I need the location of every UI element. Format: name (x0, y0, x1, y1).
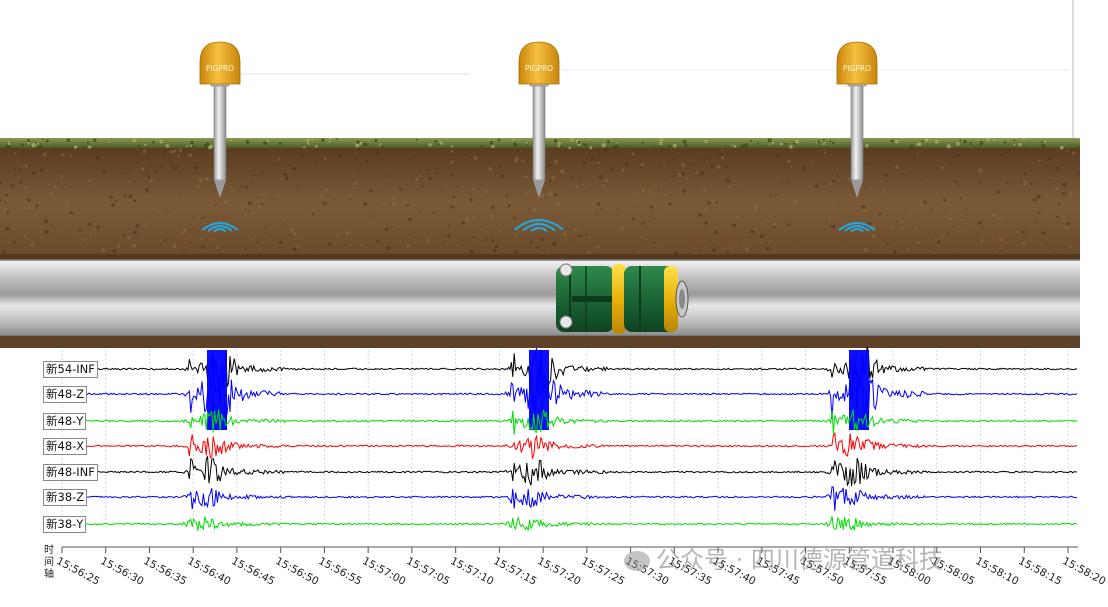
pig-signal-marker: PIGPRO (514, 41, 564, 233)
waveform-traces (61, 346, 1078, 531)
pipe-top-soil (0, 254, 1080, 260)
pig-signal-marker: PIGPRO (199, 41, 241, 233)
signal-wave-icon (514, 218, 564, 233)
pipe-bottom-soil (0, 336, 1080, 348)
pig-yellow-band (664, 266, 678, 332)
waveform-trace (61, 486, 1077, 512)
waveform-grid (61, 350, 1069, 530)
marker-brand-label: PIGPRO (525, 64, 553, 73)
channel-label: 新48-INF (43, 464, 98, 481)
channel-label: 新54-INF (43, 361, 98, 378)
marker-brand-label: PIGPRO (843, 64, 871, 73)
waveform-trace (61, 346, 1078, 395)
signal-wave-icon (838, 221, 876, 233)
pig-yellow-band (612, 264, 626, 334)
marker-brand-label: PIGPRO (206, 64, 234, 73)
pig-signal-marker: PIGPRO (836, 41, 878, 233)
wechat-icon (624, 551, 650, 571)
waveform-trace (61, 431, 1078, 459)
channel-label: 新38-Z (43, 489, 88, 506)
pipeline (0, 260, 1080, 336)
pipeline-scene: PIGPRO PIGPRO PIGPRO (0, 0, 1080, 553)
signal-wave-icon (201, 221, 239, 233)
time-axis-ticks (61, 547, 1069, 553)
waveform-panel (40, 348, 1080, 534)
channel-label: 新48-X (43, 438, 88, 455)
time-axis-title: 时 间 轴 (44, 545, 54, 580)
channel-label: 新48-Z (43, 386, 88, 403)
waveform-trace (61, 454, 1078, 487)
channel-label: 新38-Y (43, 516, 87, 533)
waveform-trace (61, 516, 1078, 531)
channel-label: 新48-Y (43, 413, 87, 430)
soil-texture (0, 137, 1080, 255)
waveform-trace (61, 409, 1078, 435)
watermark: 公众号 · 四川德源管道科技 (624, 546, 943, 574)
pipeline-pig (556, 263, 689, 334)
